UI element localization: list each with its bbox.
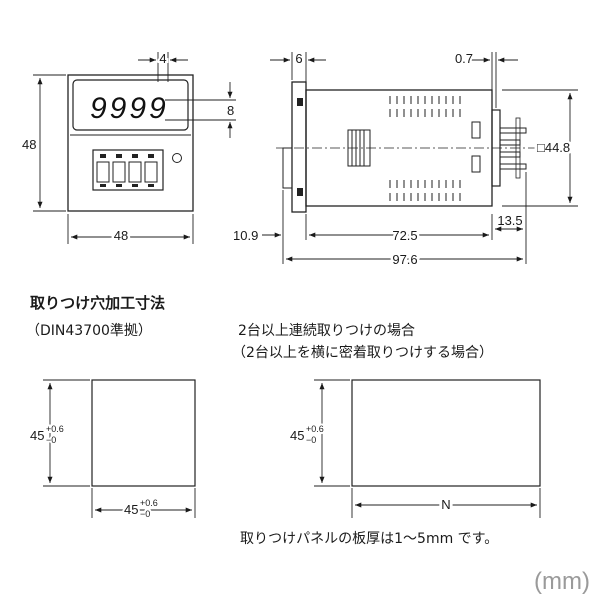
group-mount-subtitle: （2台以上を横に密着取りつけする場合） [232, 345, 494, 361]
unit-label: (mm) [534, 568, 590, 595]
cutout-section-title: 取りつけ穴加工寸法 [30, 294, 166, 312]
front-view: 9999 [22, 49, 236, 246]
cutout-single-height-tol-plus: +0.6 [46, 424, 64, 434]
side-vents-bottom [389, 180, 461, 201]
cutout-group-height-tol-minus: −0 [306, 435, 316, 445]
front-display-panel [72, 79, 189, 131]
cutout-group: 45 +0.6 −0 N [288, 379, 541, 518]
front-display-digits: 9999 [90, 92, 169, 125]
cutout-group-width-label: N [441, 497, 450, 512]
thumbwheel-up-keys [100, 154, 154, 158]
front-top-offset-dim: 4 [159, 51, 166, 66]
front-indicator-lamp [172, 153, 182, 163]
side-rear-dim: 0.7 [455, 51, 473, 66]
side-left-dim: 10.9 [233, 228, 258, 243]
panel-thickness-note: 取りつけパネルの板厚は1〜5mm です。 [240, 531, 499, 547]
cutout-single-height-value: 45 [30, 428, 44, 443]
thumbwheel-down-keys [100, 184, 154, 187]
front-height-dim: 48 [22, 137, 36, 152]
side-panel-clip [282, 147, 293, 189]
group-mount-title: 2台以上連続取りつけの場合 [238, 323, 416, 339]
front-width-dim: 48 [114, 228, 128, 243]
cutout-group-height-value: 45 [290, 428, 304, 443]
cutout-single-rect [91, 379, 196, 487]
side-view: 6 0.7 □44.8 10.9 72.5 13.5 97.6 [233, 49, 578, 270]
side-body-dim: 72.5 [392, 228, 417, 243]
side-square-dim: □44.8 [537, 140, 570, 155]
cutout-standard-note: （DIN43700準拠） [26, 323, 152, 339]
cutout-single-height-tol-minus: −0 [46, 435, 56, 445]
cutout-group-rect [351, 379, 541, 487]
cutout-group-height-tol-plus: +0.6 [306, 424, 324, 434]
cutout-single-width-value: 45 [124, 502, 138, 517]
cutout-single-width-tol-minus: −0 [140, 509, 150, 519]
side-vents-top [389, 96, 461, 117]
thumbwheel-digits [96, 161, 158, 183]
side-front-dim: 6 [295, 51, 302, 66]
front-display-height-dim: 8 [227, 103, 234, 118]
side-terminal-pins [499, 127, 527, 170]
cutout-single: 45 +0.6 −0 45 +0.6 −0 [28, 379, 196, 521]
side-total-dim: 97.6 [392, 252, 417, 267]
side-terminal-dim: 13.5 [497, 213, 522, 228]
cutout-single-width-tol-plus: +0.6 [140, 498, 158, 508]
side-socket-base [491, 109, 501, 187]
front-bezel [67, 74, 194, 212]
thumbwheel-switch [92, 149, 164, 191]
